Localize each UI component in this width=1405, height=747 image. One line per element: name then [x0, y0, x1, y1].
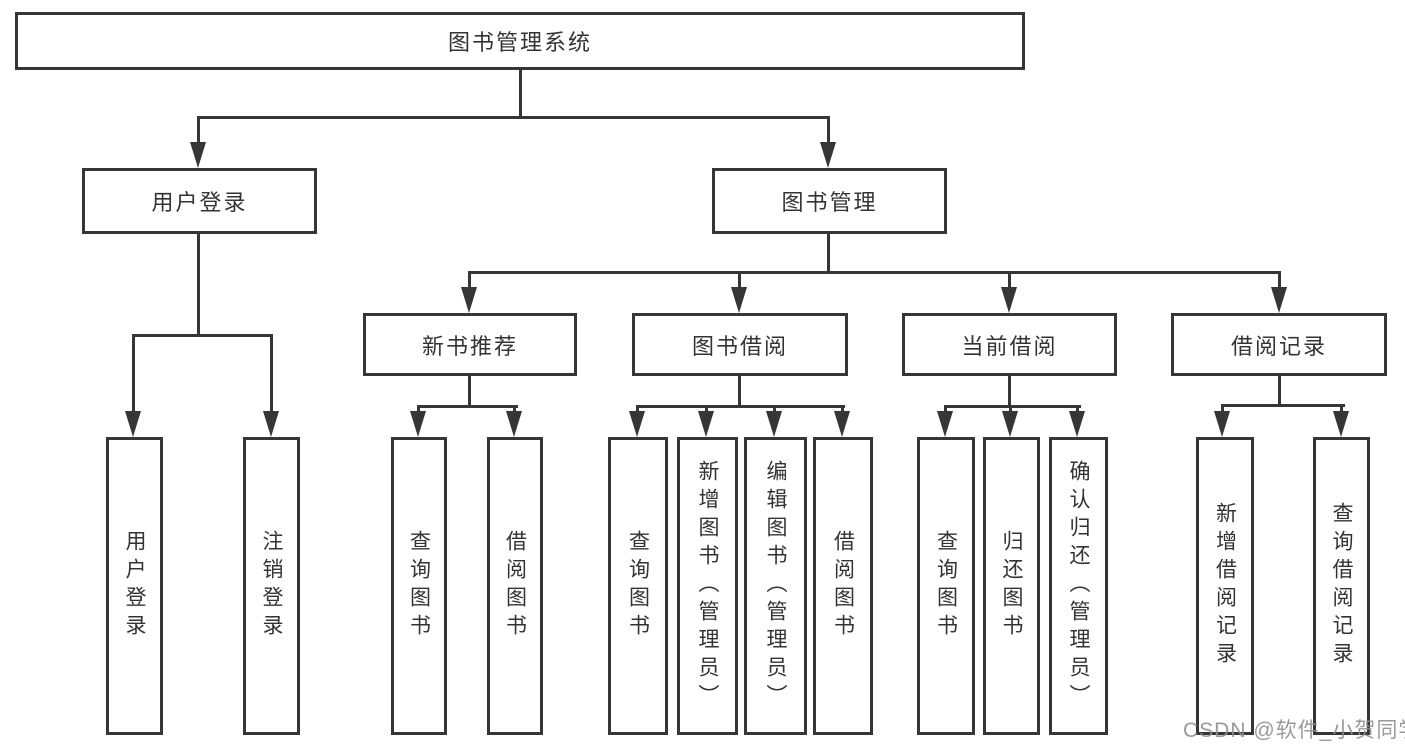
node-borrowing-records: 借阅记录: [1171, 313, 1387, 376]
node-current-borrowing: 当前借阅: [902, 313, 1117, 376]
connector-drop: [705, 405, 708, 413]
node-label: 注销登录: [260, 530, 283, 642]
connector-drop: [636, 405, 639, 413]
arrowhead-icon: [190, 142, 206, 168]
node-book-borrowing: 图书借阅: [632, 313, 848, 376]
connector-user-login-rail: [132, 334, 273, 337]
node-label: 图书管理: [781, 190, 878, 215]
node-label: 用户登录: [123, 530, 146, 642]
arrowhead-icon: [1271, 287, 1287, 313]
connector-drop: [773, 405, 776, 413]
leaf-borrowing-edit-books-admin: 编辑图书（管理员）: [744, 437, 807, 735]
arrowhead-icon: [698, 411, 714, 437]
connector-drop-current-borrow: [1008, 271, 1011, 289]
leaf-logout: 注销登录: [243, 437, 300, 735]
arrowhead-icon: [1001, 287, 1017, 313]
leaf-records-add-record: 新增借阅记录: [1196, 437, 1254, 735]
node-label: 借阅记录: [1230, 333, 1327, 359]
arrowhead-icon: [461, 287, 477, 313]
connector-drop: [1340, 404, 1343, 413]
connector-root-stem: [519, 70, 522, 119]
node-label: 图书管理系统: [447, 30, 592, 55]
node-label: 查询借阅记录: [1330, 502, 1353, 670]
node-library-system: 图书管理系统: [15, 12, 1025, 70]
connector-drop: [841, 405, 844, 413]
arrowhead-icon: [834, 411, 850, 437]
node-label: 确认归还（管理员）: [1067, 460, 1090, 712]
connector-book-mgmt-rail: [468, 271, 1281, 274]
connector-drop: [1221, 404, 1224, 413]
node-label: 归还图书: [1000, 530, 1023, 642]
leaf-borrowing-add-books-admin: 新增图书（管理员）: [677, 437, 738, 735]
connector-borrowing-stem: [738, 376, 741, 408]
connector-book-mgmt-stem: [827, 234, 830, 274]
node-label: 当前借阅: [961, 333, 1058, 359]
node-new-book-recommend: 新书推荐: [363, 313, 577, 376]
arrowhead-icon: [1333, 411, 1349, 437]
node-label: 新书推荐: [421, 333, 518, 359]
arrowhead-icon: [1069, 411, 1085, 437]
node-label: 借阅图书: [503, 530, 527, 642]
connector-drop: [417, 405, 420, 413]
arrowhead-icon: [766, 411, 782, 437]
node-label: 编辑图书（管理员）: [764, 460, 787, 712]
arrowhead-icon: [410, 411, 426, 437]
arrowhead-icon: [937, 411, 953, 437]
connector-recommend-stem: [468, 376, 471, 408]
leaf-current-return-books: 归还图书: [983, 437, 1040, 735]
arrowhead-icon: [506, 411, 522, 437]
connector-recommend-rail: [417, 405, 518, 408]
connector-user-login-stem: [197, 234, 200, 337]
arrowhead-icon: [1002, 411, 1018, 437]
node-label: 借阅图书: [831, 530, 855, 642]
connector-drop: [944, 405, 947, 413]
leaf-borrowing-borrow-books: 借阅图书: [813, 437, 873, 735]
leaf-current-confirm-return-admin: 确认归还（管理员）: [1049, 437, 1108, 735]
arrowhead-icon: [125, 411, 141, 437]
connector-drop-borrow-records: [1278, 271, 1281, 289]
arrowhead-icon: [820, 142, 836, 168]
leaf-borrowing-query-books: 查询图书: [608, 437, 668, 735]
node-label: 查询图书: [626, 530, 650, 642]
arrowhead-icon: [629, 411, 645, 437]
connector-borrowing-rail: [636, 405, 845, 408]
csdn-watermark: CSDN @软件_小贺同学: [1183, 719, 1405, 742]
leaf-current-query-books: 查询图书: [917, 437, 975, 735]
connector-drop-book-mgmt: [827, 116, 830, 144]
connector-records-rail: [1221, 404, 1345, 407]
node-label: 新增借阅记录: [1213, 502, 1237, 670]
leaf-recommend-borrow-books: 借阅图书: [487, 437, 543, 735]
connector-drop: [1076, 405, 1079, 413]
connector-records-stem: [1278, 376, 1281, 407]
connector-drop-leaf-login: [132, 334, 135, 413]
node-book-management: 图书管理: [712, 168, 947, 234]
connector-drop-user-login: [197, 116, 200, 144]
connector-drop: [513, 405, 516, 413]
arrowhead-icon: [263, 411, 279, 437]
connector-drop-new-book: [468, 271, 471, 289]
connector-drop-leaf-logout: [270, 334, 273, 413]
leaf-recommend-query-books: 查询图书: [391, 437, 447, 735]
connector-current-rail: [944, 405, 1081, 408]
node-label: 查询图书: [407, 530, 431, 642]
arrowhead-icon: [731, 287, 747, 313]
node-label: 查询图书: [934, 530, 958, 642]
node-user-login: 用户登录: [82, 168, 317, 234]
node-label: 新增图书（管理员）: [696, 460, 719, 712]
connector-drop-book-borrow: [738, 271, 741, 289]
leaf-user-login: 用户登录: [106, 437, 163, 735]
connector-current-stem: [1008, 376, 1011, 408]
leaf-records-query-record: 查询借阅记录: [1313, 437, 1370, 735]
node-label: 用户登录: [151, 190, 248, 215]
arrowhead-icon: [1214, 411, 1230, 437]
connector-root-rail: [197, 116, 830, 119]
connector-drop: [1009, 405, 1012, 413]
node-label: 图书借阅: [691, 333, 788, 359]
